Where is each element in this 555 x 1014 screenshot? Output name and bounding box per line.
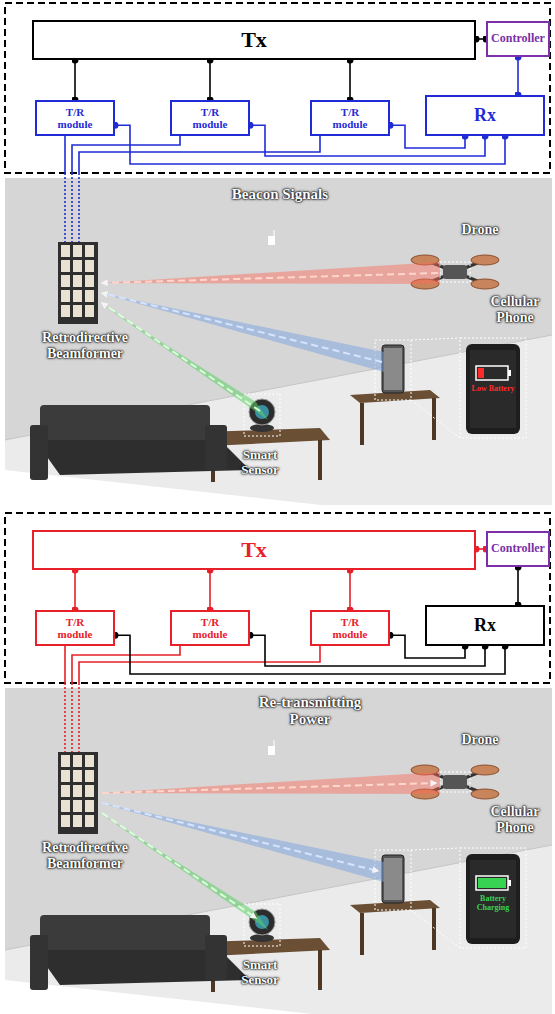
transmitter-box: Tx <box>32 20 476 60</box>
status-text: Battery Charging <box>466 894 520 912</box>
system-boundary <box>5 513 550 683</box>
transmitter-box: Tx <box>32 530 476 570</box>
wire-connector <box>517 567 519 605</box>
feed-wire <box>72 646 180 683</box>
beam-line <box>102 273 438 283</box>
beam-line <box>102 813 256 918</box>
wire-connector <box>209 60 211 100</box>
node-text: T/R module <box>184 616 236 640</box>
wire-connector <box>349 570 351 610</box>
node-text: Controller <box>491 32 545 45</box>
node-text: Tx <box>241 538 267 562</box>
feed-wire <box>64 136 66 173</box>
wire-connector <box>74 60 76 100</box>
tr-module-box: T/R module <box>170 610 250 646</box>
node-text: Rx <box>474 106 496 126</box>
node-text: Tx <box>241 28 267 52</box>
tr-module-box: T/R module <box>35 610 115 646</box>
controller-box: Controller <box>486 531 550 567</box>
tr-module-box: T/R module <box>310 100 390 136</box>
feed-wire <box>72 136 180 173</box>
tr-module-box: T/R module <box>35 100 115 136</box>
node-text: T/R module <box>324 616 376 640</box>
wire-connector <box>476 38 486 40</box>
controller-box: Controller <box>486 21 550 57</box>
device-label: Retrodirective Beamformer <box>25 330 145 362</box>
feed-wire <box>79 136 320 173</box>
feed-wire-dotted <box>65 683 79 752</box>
system-boundary <box>5 3 550 173</box>
node-text: T/R module <box>49 616 101 640</box>
node-text: T/R module <box>49 106 101 130</box>
beam-line <box>102 803 378 871</box>
beam-glow <box>100 772 440 794</box>
beam-glow <box>100 303 268 420</box>
device-label: Smart Sensor <box>225 958 295 988</box>
wire-connector <box>349 60 351 100</box>
beam-line <box>102 783 436 793</box>
device-label: Drone <box>445 222 515 238</box>
node-text: T/R module <box>324 106 376 130</box>
battery-level <box>478 368 484 378</box>
feed-wire <box>64 646 66 683</box>
tr-module-box: T/R module <box>310 610 390 646</box>
power-beams <box>100 772 506 930</box>
receiver-box: Rx <box>425 95 545 136</box>
node-text: Controller <box>491 542 545 555</box>
signal-label: Re-transmitting Power <box>240 694 380 729</box>
device-label: Cellular Phone <box>478 294 552 326</box>
node-text: T/R module <box>184 106 236 130</box>
room-scene <box>5 178 552 506</box>
device-label: Retrodirective Beamformer <box>25 840 145 872</box>
wire-connector <box>209 570 211 610</box>
room-scene <box>5 688 552 1014</box>
beam-line <box>102 293 382 362</box>
wire-connector <box>517 57 519 95</box>
feed-wire <box>79 646 320 683</box>
device-label: Smart Sensor <box>225 448 295 478</box>
device-label: Drone <box>445 732 515 748</box>
beam-glow <box>100 813 268 930</box>
beam-line <box>102 303 260 411</box>
battery-level <box>478 878 506 888</box>
node-text: Rx <box>474 616 496 636</box>
tr-module-box: T/R module <box>170 100 250 136</box>
beacon-beams <box>100 262 440 420</box>
beam-glow <box>100 262 440 284</box>
wire-connector <box>476 548 486 550</box>
receiver-box: Rx <box>425 605 545 646</box>
device-label: Cellular Phone <box>478 804 552 836</box>
wire-connector <box>74 570 76 610</box>
status-text: Low Battery <box>466 384 520 393</box>
signal-label: Beacon Signals <box>180 186 380 203</box>
feed-wire-dotted <box>65 173 79 242</box>
